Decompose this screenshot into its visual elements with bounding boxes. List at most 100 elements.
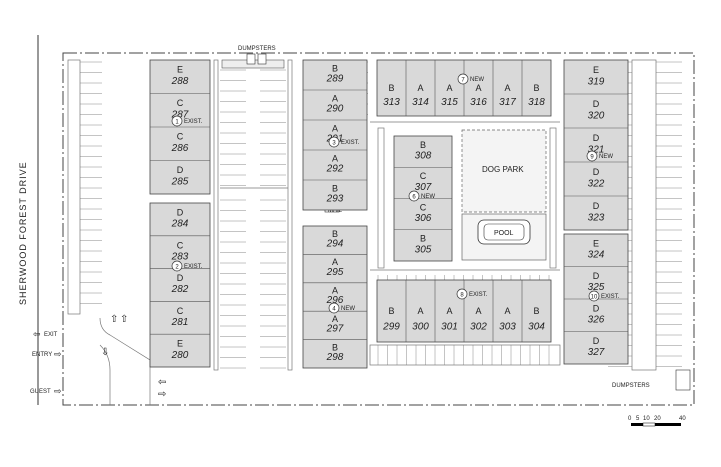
unit-type: D (177, 165, 184, 175)
building-number: 7 (461, 77, 465, 83)
unit-number: 314 (412, 97, 429, 108)
unit-number: 297 (326, 324, 344, 335)
building-number: 10 (591, 294, 598, 300)
building-badge (586, 150, 598, 162)
unit-number: 317 (499, 97, 516, 108)
scale-tick: 0 (628, 416, 632, 422)
unit-type: B (533, 83, 539, 93)
unit-number: 321 (588, 144, 605, 155)
unit-number: 293 (326, 194, 344, 205)
building-number: 9 (590, 154, 594, 160)
dumpster-area-bottom: DUMPSTERS (612, 369, 691, 391)
building-badge (171, 115, 183, 127)
unit-number: 324 (588, 249, 605, 260)
unit-type: D (593, 167, 600, 177)
building-badge (171, 260, 183, 272)
scale-tick: 5 (636, 416, 640, 422)
dumpsters-label-bottom: DUMPSTERS (612, 383, 650, 389)
property-boundary (62, 52, 695, 406)
unit-number: 281 (171, 317, 189, 328)
mail-label: MAIL (328, 208, 343, 214)
drive-arrow-icon: ⇨ (158, 389, 166, 400)
unit-number: 308 (415, 151, 432, 162)
building-number: 4 (332, 306, 336, 312)
road-name: SHERWOOD FOREST DRIVE (18, 161, 28, 305)
unit-type: D (177, 273, 184, 283)
unit-number: 290 (326, 104, 344, 115)
building-footprint (302, 59, 368, 211)
unit-number: 306 (415, 213, 432, 224)
unit-number: 289 (326, 74, 344, 85)
unit-number: 303 (499, 322, 516, 333)
unit-number: 295 (326, 267, 344, 278)
unit-number: 280 (171, 350, 189, 361)
unit-number: 282 (171, 284, 189, 295)
exit-arrow-icon: ⇦ (33, 329, 41, 339)
building-status-tag: EXIST. (601, 294, 620, 300)
unit-type: D (593, 271, 600, 281)
unit-type: A (332, 257, 338, 267)
unit-type: A (332, 314, 338, 324)
pool-label: POOL (494, 230, 514, 237)
site-access: EXIT ⇦ ENTRY ⇨ GUEST ⇨ ⇧ ⇧ ⇦ ⇨ ⇩ (30, 314, 166, 400)
building-number: 1 (175, 119, 179, 125)
building-badge (457, 73, 469, 85)
unit-type: A (332, 153, 338, 163)
unit-type: D (177, 207, 184, 217)
unit-type: C (177, 306, 184, 316)
unit-number: 286 (171, 143, 189, 154)
unit-type: D (593, 99, 600, 109)
unit-number: 287 (171, 110, 189, 121)
unit-type: C (177, 98, 184, 108)
unit-type: A (417, 306, 423, 316)
unit-number: 288 (171, 76, 189, 87)
unit-type: C (177, 132, 184, 142)
scale-tick: 10 (643, 416, 650, 422)
building-number: 6 (412, 194, 416, 200)
unit-type: A (504, 306, 510, 316)
unit-type: B (332, 63, 338, 73)
drive-arrow-icon: ⇦ (158, 377, 166, 388)
scale-tick: 20 (654, 416, 661, 422)
building-badge (588, 290, 600, 302)
building-status-tag: EXIST. (184, 119, 203, 125)
dumpster-area-top: DUMPSTERS (221, 46, 285, 69)
unit-type: A (332, 123, 338, 133)
unit-number: 327 (588, 347, 605, 358)
drive-arrow-icon: ⇧ (110, 314, 118, 325)
building-footprint (563, 59, 629, 231)
scale-bar: 0 5 10 20 40 (628, 416, 686, 427)
unit-type: A (332, 93, 338, 103)
scale-tick: 40 (679, 416, 686, 422)
unit-type: D (593, 336, 600, 346)
unit-number: 283 (171, 251, 189, 262)
building-status-tag: EXIST. (341, 140, 360, 146)
